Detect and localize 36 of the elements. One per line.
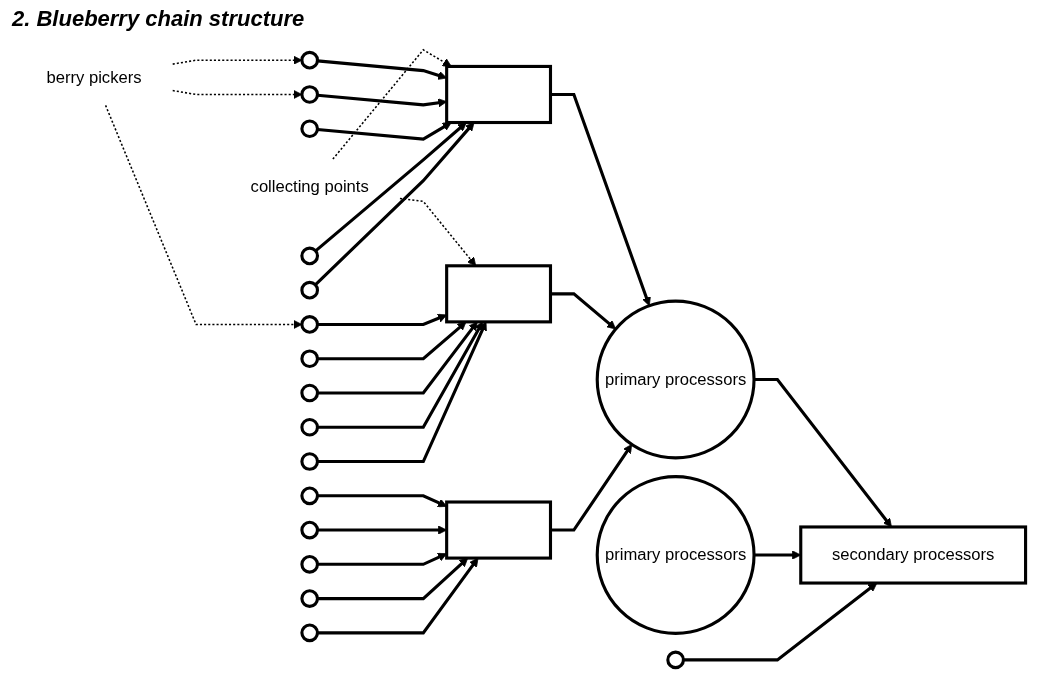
node-box (445, 499, 553, 560)
node-circle: primary processors (595, 474, 756, 635)
arrow (317, 557, 479, 634)
arrow (171, 89, 303, 99)
node-box (445, 64, 553, 124)
node-circle (300, 451, 320, 471)
arrow (317, 121, 452, 141)
arrow (314, 121, 475, 286)
node-circle (300, 588, 320, 608)
node-box: secondary processors (799, 524, 1028, 585)
node-circle (300, 246, 320, 265)
node-circle (300, 383, 320, 402)
node-box (445, 263, 553, 323)
node-circle (300, 84, 320, 104)
node-circle (666, 650, 685, 669)
arrow (171, 55, 303, 65)
node-circle (300, 623, 320, 642)
node-circle (300, 280, 320, 300)
node-circle (300, 417, 320, 437)
arrow (399, 197, 477, 266)
node-circle (300, 554, 320, 574)
node-circle (300, 485, 320, 505)
node-circle (300, 50, 320, 70)
arrow (314, 121, 467, 252)
arrow (332, 48, 452, 160)
arrow (317, 557, 469, 600)
node-text: berry pickers (46, 67, 142, 86)
arrow (683, 582, 878, 661)
node-circle (300, 348, 320, 368)
node-circle: primary processors (595, 299, 756, 459)
arrow (104, 104, 303, 329)
node-circle (300, 118, 320, 138)
node-circle (300, 314, 320, 334)
node-circle (300, 520, 320, 539)
diagram-title: 2. Blueberry chain structure (12, 6, 305, 32)
node-text: collecting points (250, 177, 369, 195)
